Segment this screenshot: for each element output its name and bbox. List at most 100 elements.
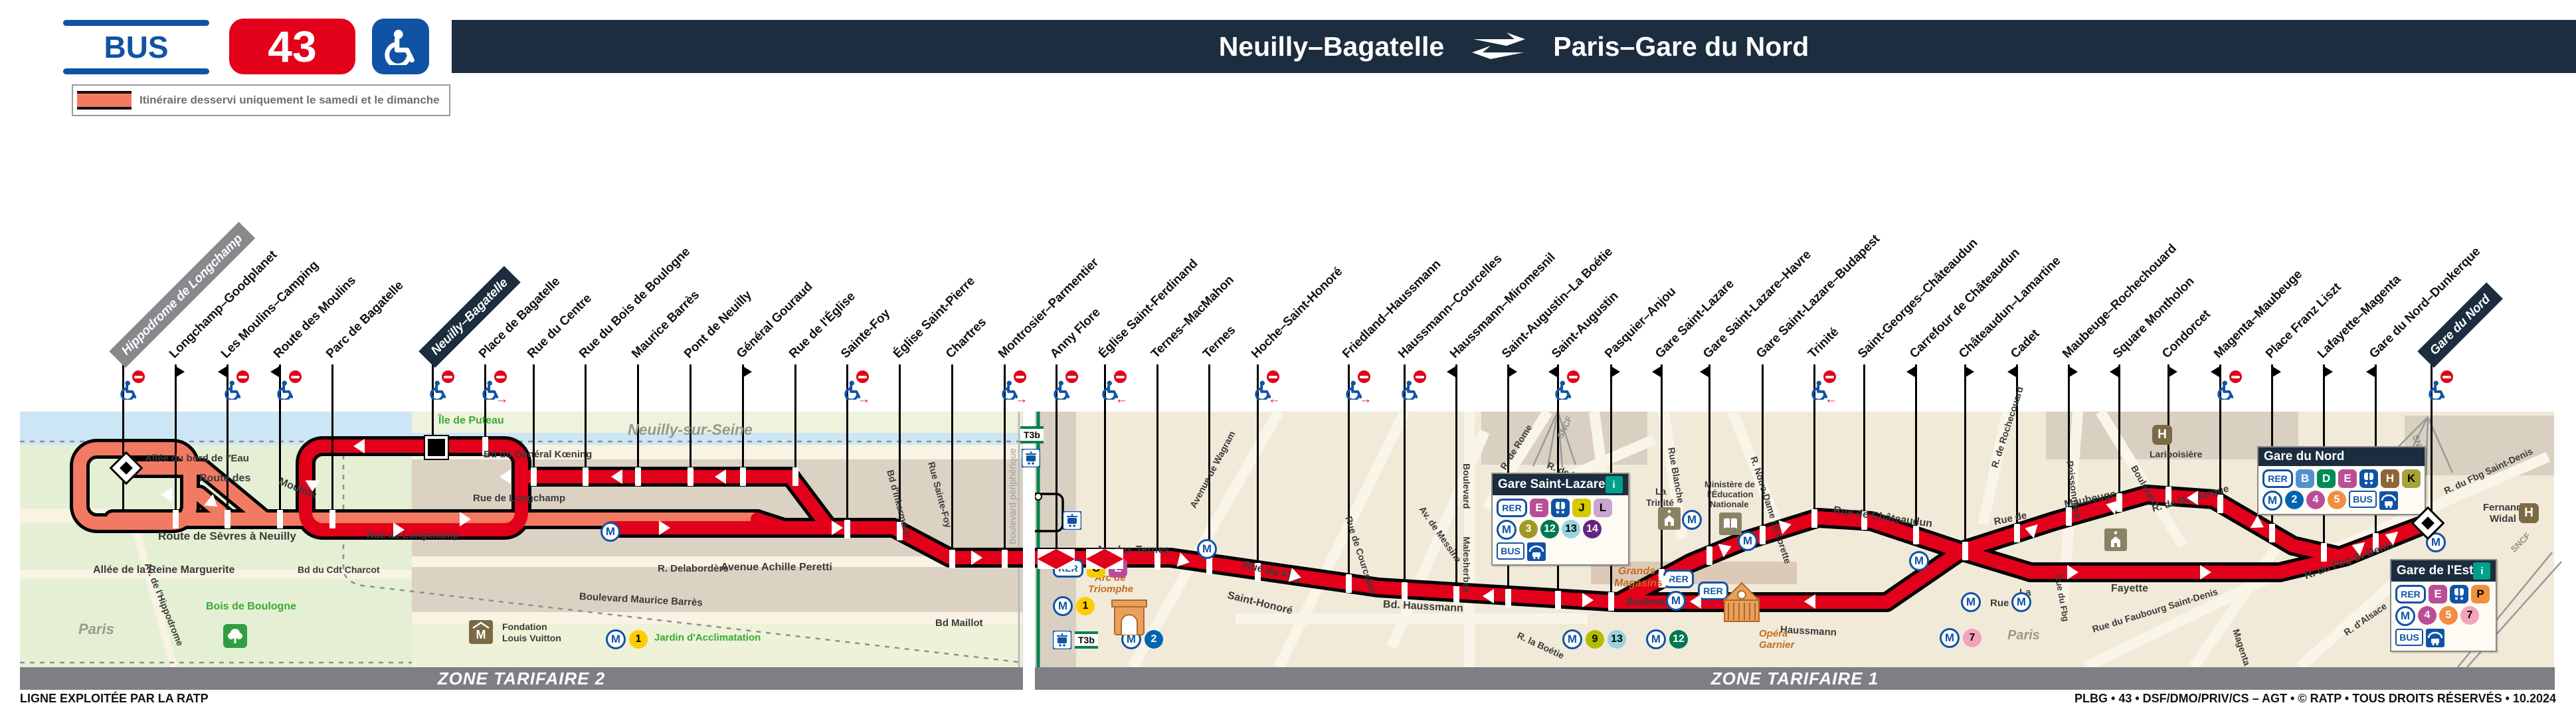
street-label: R. de Rochecouard [1989,385,2026,469]
no-entry-icon [1414,370,1426,383]
stop-tick [584,364,587,477]
street-label: Opéra [1759,628,1788,639]
street-label: R. du Fbg Saint-Denis [2442,445,2535,497]
street-label: Nationale [1710,499,1749,509]
wheelchair-not-accessible-icon [276,380,296,403]
no-entry-icon [494,370,507,383]
street-label: La [1655,486,1667,497]
street-label: Allée du bord de l'Eau [145,453,249,464]
stop-marker-dash [896,522,903,540]
route-direction-arrow [204,494,222,513]
no-entry-icon [2229,370,2242,383]
direction-arrow-right-icon [1509,366,1517,377]
direction-arrow-left-icon [2110,366,2118,377]
bus-station-icon [2379,491,2398,511]
tram-icon [1063,511,1081,530]
red-arrow-right-icon: → [1015,392,1028,406]
red-arrow-left-icon: ← [1115,392,1128,406]
street-label: Grands [1618,566,1656,577]
stop-marker-dash [687,467,693,486]
metro-line-5-badge: 5 [2439,606,2458,625]
street-label: Bd Maillot [935,617,983,629]
stop-marker-dash [1254,563,1261,582]
footer-credits: PLBG • 43 • DSF/DMO/PRIV/CS – AGT • © RA… [2074,692,2556,705]
transit-marker-row: RER [1698,582,1728,600]
stop-tick [1761,364,1764,535]
no-entry-icon [2440,370,2453,383]
stop-tick [331,364,333,519]
street-label: Saint-Honoré [1226,590,1294,617]
metro-line-12-badge: 12 [1540,520,1559,538]
metro-logo: M [600,522,620,542]
street-label: Avenue de Wagram [1187,429,1238,510]
street-label: Rue de Châteaudun [1832,505,1934,530]
street-label: Fernand [2483,502,2523,513]
street-label: Rue de Longchamp [473,493,566,504]
metro-logo: M [1197,539,1217,559]
hub-title-text: Gare de l'Est [2397,564,2474,578]
no-entry-icon [856,370,869,383]
stop-tick [846,364,848,529]
red-arrow-right-icon: → [858,392,870,406]
street-label: Ministère de [1704,479,1755,489]
street-label: Jardin d'Acclimatation [654,632,761,643]
stop-tick [431,364,434,446]
tram-icon [1022,449,1040,467]
hub-title-text: Gare Saint-Lazare [1498,477,1606,491]
stop-tick [794,364,796,477]
transit-marker-row: M [1961,592,1981,612]
metro-line-2-badge: 2 [2285,491,2304,509]
metro-line-3-badge: 3 [1519,520,1538,538]
route-direction-arrow [393,522,405,537]
rer-logo: RER [2262,469,2293,488]
church-icon [2104,528,2127,554]
street-label: Rue de Longchamp [367,530,460,541]
direction-arrow-left-icon [2007,366,2016,377]
stop-tick [1660,364,1663,578]
line-E-badge: E [2429,585,2447,603]
direction-arrow-right-icon [2069,366,2078,377]
route-direction-arrow [1718,539,1734,558]
street-label: Bd d'Inkermann [885,468,913,539]
stop-tick [898,364,901,531]
wheelchair-icon [1402,380,1418,402]
transit-marker-row: M [1682,510,1702,530]
stop-marker-dash [2372,533,2379,552]
red-arrow-right-icon: → [496,392,508,406]
transit-marker-row: M [600,522,620,542]
both-directions-stop-marker [1038,549,1075,569]
street-label: Bd du Cdt Charcot [298,564,380,575]
street-label: Boulevard [1626,596,1675,607]
stop-marker-dash [530,467,537,486]
street-label: Trinité [1646,497,1675,508]
bus-logo: BUS [63,20,209,74]
no-entry-icon [132,370,145,383]
stop-marker-dash [844,520,850,538]
stop-marker-dash [739,467,746,486]
stop-tick [1003,364,1006,559]
wheelchair-not-accessible-icon [1554,380,1574,403]
bus-station-icon [1527,542,1546,561]
hub-title: Gare du Nord [2258,447,2425,466]
direction-arrow-left-icon [1700,366,1708,377]
metro-line-13-badge: 13 [1562,520,1580,538]
route-direction-arrow [1582,593,1594,607]
street-label: Lariboisière [2150,449,2203,459]
metro-line-14-badge: 14 [1583,520,1602,538]
wheelchair-not-accessible-icon [1052,380,1072,403]
no-entry-icon [236,370,249,383]
wheelchair-not-accessible-icon [1400,380,1420,403]
stop-tick [1455,364,1457,596]
street-label: Haussmann [1780,624,1837,639]
metro-logo: M [1562,629,1582,649]
route-direction-arrow [832,520,843,535]
route-direction-arrow [305,480,320,492]
no-entry-icon [442,370,454,383]
street-label: Route de Sèvres à Neuilly [158,530,296,542]
direction-arrow-left-icon [218,366,227,377]
